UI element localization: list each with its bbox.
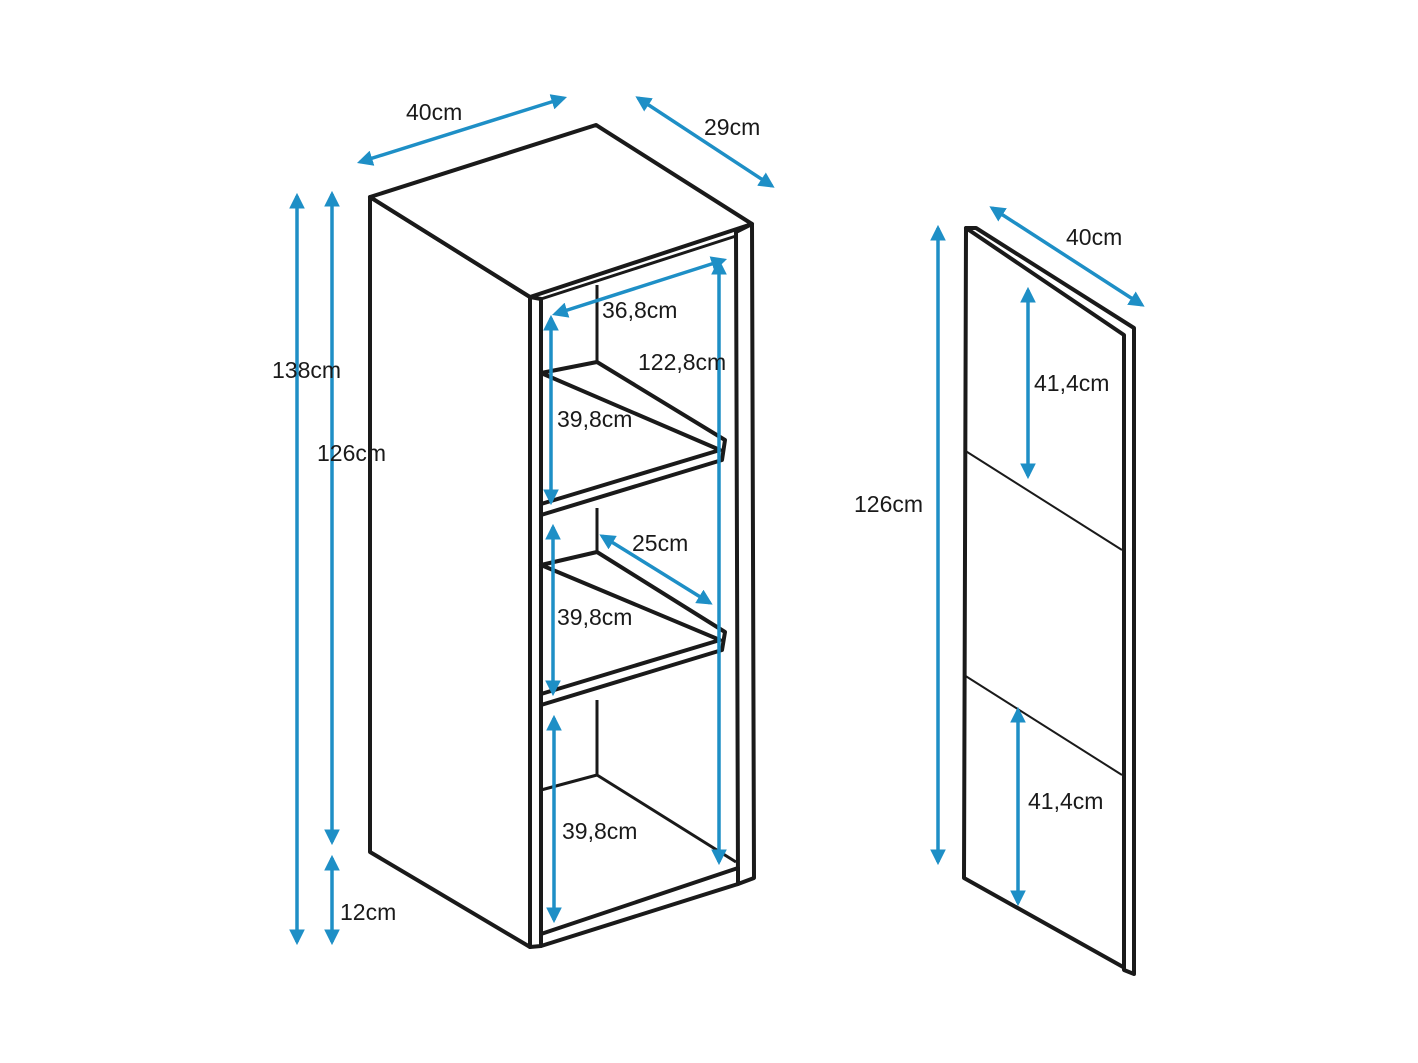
label-shelf-gap-1: 39,8cm — [557, 406, 632, 432]
label-shelf-depth: 25cm — [632, 530, 688, 556]
label-shelf-gap-2: 39,8cm — [557, 604, 632, 630]
label-body-height: 126cm — [317, 440, 386, 466]
label-shelf-gap-3: 39,8cm — [562, 818, 637, 844]
arrow-door-width — [989, 206, 1145, 307]
door-drawing — [962, 226, 1136, 976]
cabinet-front-edge — [528, 295, 543, 949]
label-door-panel-bottom: 41,4cm — [1028, 788, 1103, 814]
label-inner-width: 36,8cm — [602, 297, 677, 323]
arrow-inner-width — [551, 256, 728, 318]
arrow-width-top — [356, 94, 568, 166]
cabinet-side-panel — [368, 195, 532, 949]
arrow-depth-top — [635, 96, 775, 188]
label-door-panel-top: 41,4cm — [1034, 370, 1109, 396]
cabinet-shelf-1 — [539, 360, 727, 517]
label-door-width: 40cm — [1066, 224, 1122, 250]
label-inner-height: 122,8cm — [638, 349, 726, 375]
cabinet-bottom-panel — [539, 866, 740, 948]
cabinet-right-edge — [734, 222, 756, 886]
door-panel — [962, 226, 1134, 974]
dimension-arrows — [289, 94, 1145, 946]
label-total-height: 138cm — [272, 357, 341, 383]
label-depth-top: 29cm — [704, 114, 760, 140]
dimension-labels: 40cm 29cm 138cm 126cm 12cm 36,8cm 122,8c… — [272, 99, 1122, 925]
label-door-height: 126cm — [854, 491, 923, 517]
door-divider-1 — [963, 449, 1123, 551]
door-divider-2 — [963, 674, 1123, 776]
label-base-height: 12cm — [340, 899, 396, 925]
cabinet-drawing — [368, 123, 756, 949]
arrow-shelf-depth — [599, 534, 713, 605]
label-width-top: 40cm — [406, 99, 462, 125]
door-edge — [964, 226, 1136, 976]
